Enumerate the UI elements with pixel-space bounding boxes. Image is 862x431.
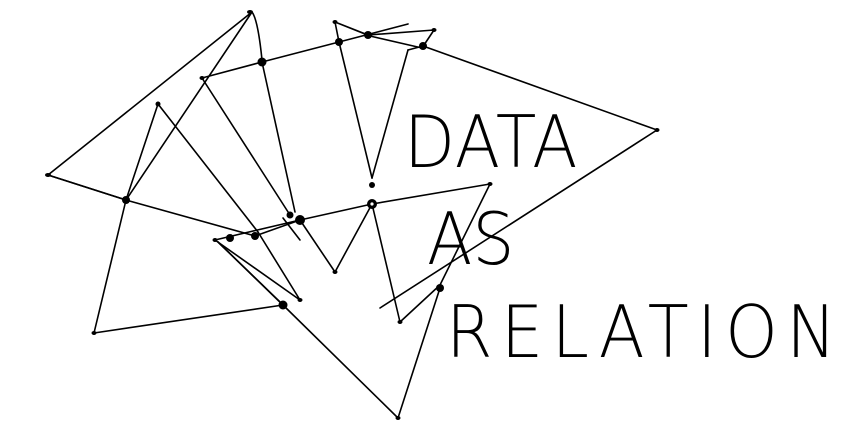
node <box>278 300 288 310</box>
triangle-middle <box>371 183 491 323</box>
node <box>369 182 375 188</box>
node <box>436 284 444 292</box>
triangle-bottom-left <box>93 199 284 334</box>
network-nodes <box>45 10 660 420</box>
title-line-as: AS <box>427 197 515 281</box>
node <box>286 211 294 219</box>
node <box>251 232 259 240</box>
node <box>295 215 305 225</box>
triangle-top-left <box>47 11 253 201</box>
node <box>364 31 372 39</box>
title-line-relation: RELATION <box>446 290 845 374</box>
node <box>257 57 267 67</box>
node <box>122 196 130 204</box>
title-line-data: DATA <box>404 100 579 184</box>
node <box>226 234 234 242</box>
node <box>335 38 343 46</box>
node <box>419 42 427 50</box>
